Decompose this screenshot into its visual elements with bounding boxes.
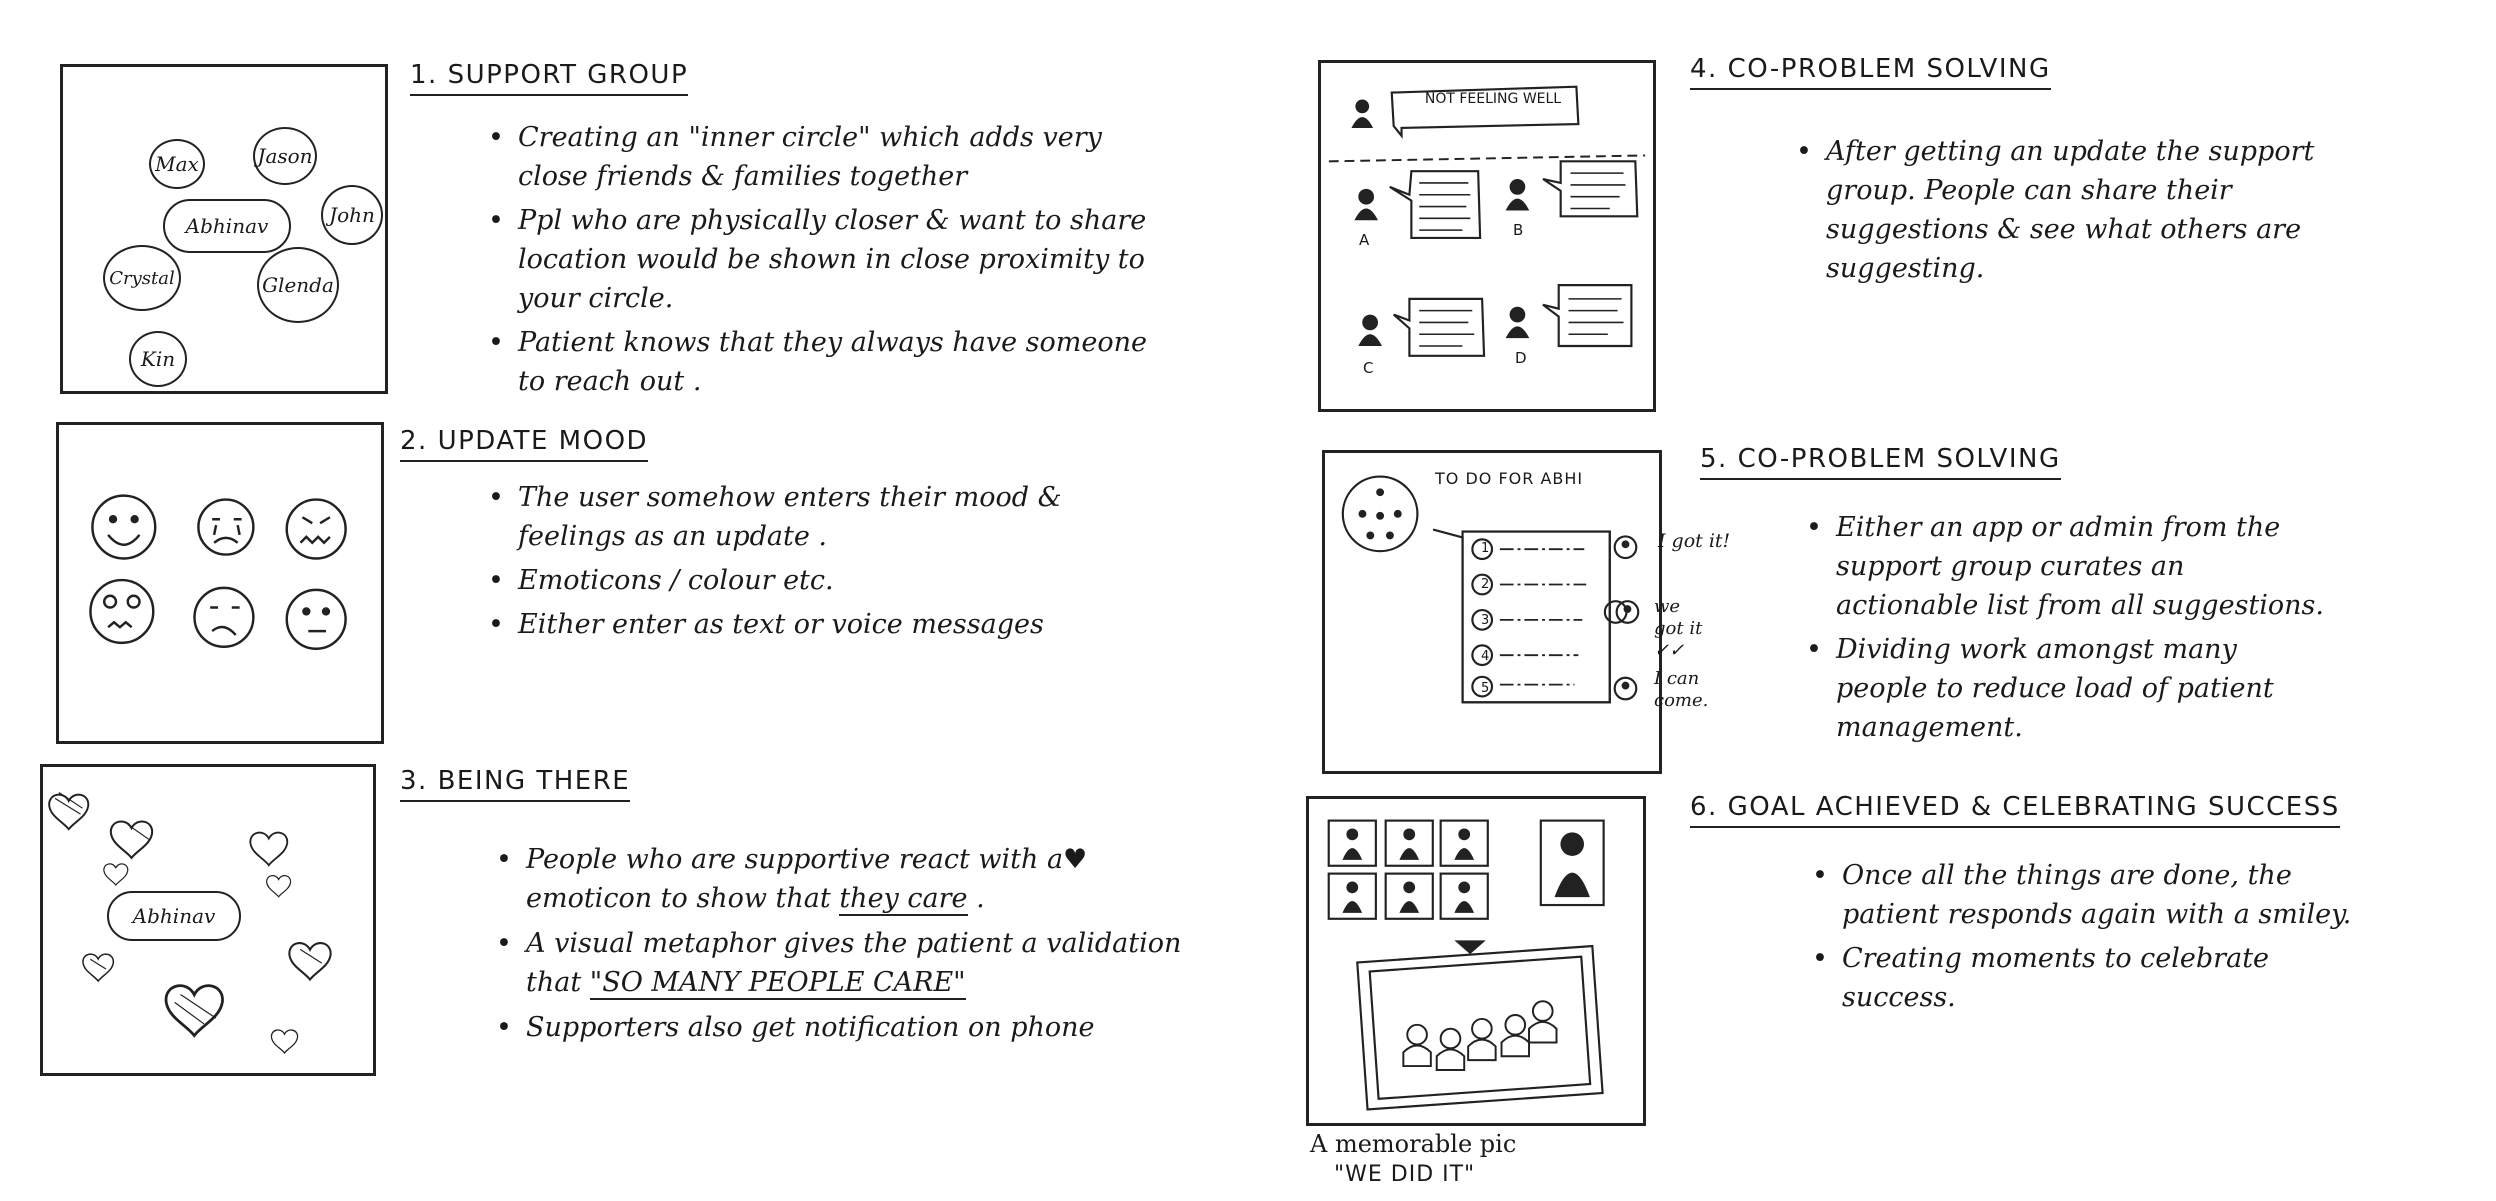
bullet: Either enter as text or voice messages [488, 605, 1128, 644]
name-label: Jason [257, 144, 313, 168]
bullet: Emoticons / colour etc. [488, 561, 1128, 600]
bullet: • A visual metaphor gives the patient a … [496, 928, 1182, 1000]
name-label: Max [155, 152, 199, 176]
todo-list-title: TO DO FOR ABHI [1435, 469, 1584, 488]
bullet: Either an app or admin from the support … [1806, 508, 2326, 625]
bullet: The user somehow enters their mood & fee… [488, 478, 1128, 556]
todo-list-icon [1341, 475, 1640, 704]
bullet-text: Supporters also get notification on phon… [526, 1012, 1095, 1043]
bullet-text: People who are supportive react with a [526, 844, 1064, 875]
person-label-c: C [1363, 359, 1374, 377]
bullet: • Supporters also get notification on ph… [496, 1012, 1095, 1043]
support-group-sketch: Max Jason Abhinav John Crystal Glenda Ki… [60, 64, 388, 394]
todo-item-number: 1 [1481, 541, 1490, 556]
status-update-bubble: NOT FEELING WELL [1424, 91, 1562, 107]
heart-icon: ♥ [1063, 844, 1088, 875]
underlined-text: "SO MANY PEOPLE CARE" [589, 967, 966, 1000]
reply-we-got-it: we got it ✓✓ [1654, 596, 1703, 661]
name-bubble-max: Max [149, 139, 205, 189]
name-label: Abhinav [132, 904, 216, 928]
person-label-a: A [1359, 231, 1370, 249]
being-there-sketch: Abhinav [40, 764, 376, 1076]
emoticon-grid-icon [89, 494, 347, 650]
todo-item-number: 4 [1481, 649, 1490, 664]
reply-i-can-come: I can come. [1654, 668, 1709, 711]
bullet: Ppl who are physically closer & want to … [488, 201, 1168, 318]
update-mood-bullets: The user somehow enters their mood & fee… [488, 478, 1128, 649]
name-label: Crystal [109, 267, 175, 289]
todo-list-sketch: TO DO FOR ABHI 1 2 3 4 5 [1322, 450, 1662, 774]
bullet-text: emoticon to show that [526, 883, 840, 914]
bullet: • People who are supportive react with a… [496, 844, 1088, 916]
name-label: Kin [140, 347, 176, 371]
goal-achieved-bullets: Once all the things are done, the patien… [1812, 856, 2372, 1022]
reply-got-it: I got it! [1658, 530, 1731, 552]
name-bubble-crystal: Crystal [103, 245, 181, 311]
section-title-co-problem-solving: 4. CO-PROBLEM SOLVING [1690, 54, 2051, 90]
todo-bullets: Either an app or admin from the support … [1806, 508, 2326, 752]
bullet: Once all the things are done, the patien… [1812, 856, 2372, 934]
section-title-being-there: 3. BEING THERE [400, 766, 631, 802]
name-bubble-jason: Jason [253, 127, 317, 185]
chat-group-icon [1328, 85, 1646, 357]
mood-emoticons-sketch [56, 422, 384, 744]
name-bubble-abhinav: Abhinav [163, 199, 291, 253]
name-bubble-kin: Kin [129, 331, 187, 387]
name-bubble-glenda: Glenda [257, 247, 339, 323]
section-title-goal-achieved: 6. GOAL ACHIEVED & CELEBRATING SUCCESS [1690, 792, 2340, 828]
being-there-bullets: • People who are supportive react with a… [496, 840, 1216, 1047]
section-title-support-group: 1. SUPPORT GROUP [410, 60, 689, 96]
support-group-bullets: Creating an "inner circle" which adds ve… [488, 118, 1168, 406]
section-title-update-mood: 2. UPDATE MOOD [400, 426, 649, 462]
bullet: Patient knows that they always have some… [488, 323, 1168, 401]
group-photo-icon [1327, 819, 1605, 1111]
goal-achieved-sketch [1306, 796, 1646, 1126]
todo-item-number: 3 [1481, 613, 1490, 628]
name-bubble-abhinav: Abhinav [107, 891, 241, 941]
person-label-b: B [1513, 221, 1524, 239]
name-bubble-john: John [321, 185, 383, 245]
underlined-text: they care [839, 883, 968, 916]
co-problem-solving-sketch: NOT FEELING WELL A B C D [1318, 60, 1656, 412]
photo-caption-line2: "WE DID IT" [1334, 1162, 1476, 1187]
bullet: Creating moments to celebrate success. [1812, 939, 2372, 1017]
section-title-co-problem-solving-2: 5. CO-PROBLEM SOLVING [1700, 444, 2061, 480]
co-problem-solving-bullets: After getting an update the support grou… [1796, 132, 2316, 293]
todo-item-number: 5 [1481, 681, 1490, 696]
bullet-text: A visual metaphor gives the patient a va… [526, 928, 1182, 998]
name-label: Abhinav [185, 214, 269, 238]
name-label: Glenda [262, 273, 334, 297]
name-label: John [329, 203, 375, 227]
hearts-icon [48, 792, 332, 1054]
bullet: After getting an update the support grou… [1796, 132, 2316, 288]
todo-item-number: 2 [1481, 577, 1490, 592]
bullet: Dividing work amongst many people to red… [1806, 630, 2326, 747]
person-label-d: D [1515, 349, 1527, 367]
bullet-text: . [967, 883, 985, 914]
photo-caption-line1: A memorable pic [1310, 1130, 1517, 1158]
bullet: Creating an "inner circle" which adds ve… [488, 118, 1168, 196]
